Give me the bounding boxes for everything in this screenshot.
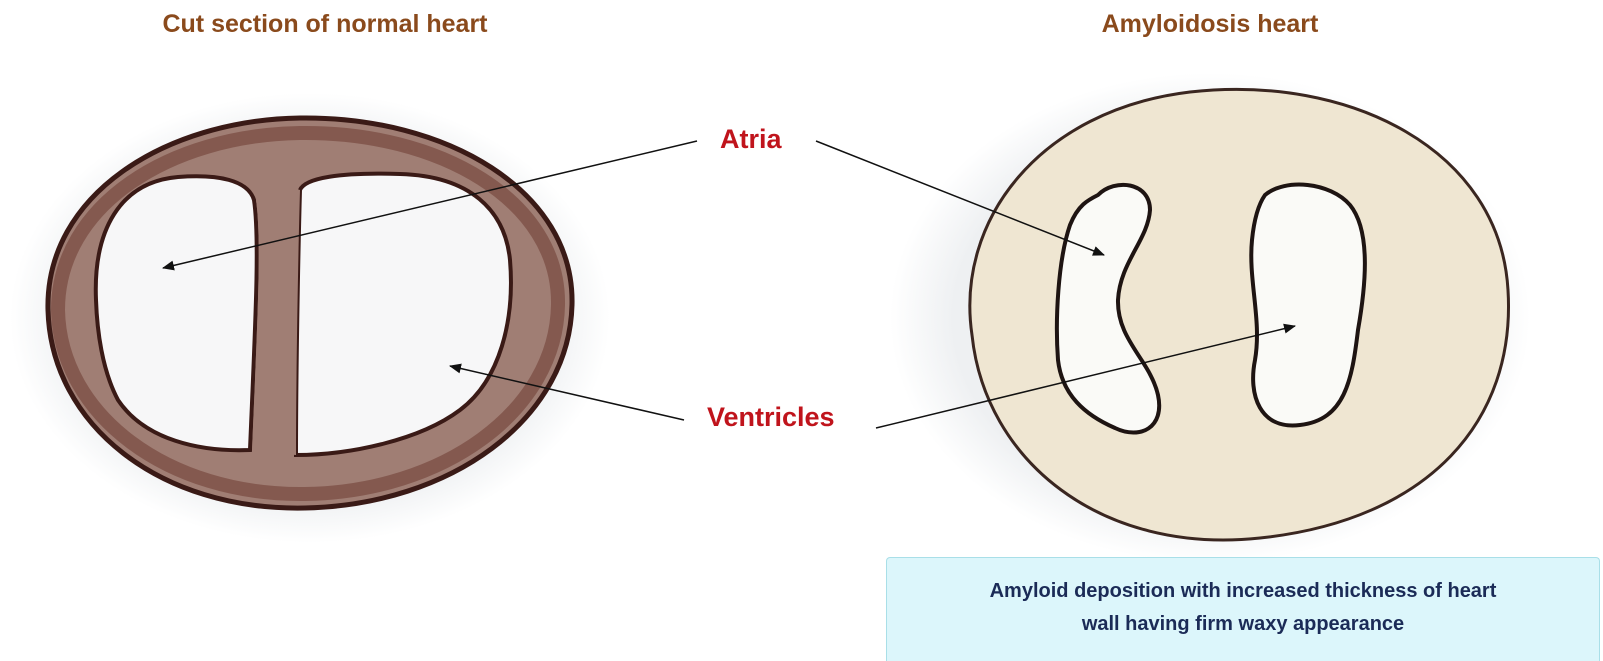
atria-label: Atria: [720, 124, 782, 155]
interventricular-septum: [252, 188, 300, 455]
note-box: Amyloid deposition with increased thickn…: [886, 557, 1600, 661]
amyloidosis-heart: [890, 73, 1530, 563]
note-line-1: Amyloid deposition with increased thickn…: [990, 575, 1497, 608]
ventricles-label: Ventricles: [707, 402, 835, 433]
note-text: Amyloid deposition with increased thickn…: [990, 575, 1497, 641]
right-ventricle-cavity: [1251, 185, 1365, 426]
normal-heart: [10, 93, 610, 543]
note-line-2: wall having firm waxy appearance: [990, 608, 1497, 641]
amyloidosis-heart-wall: [970, 89, 1509, 540]
